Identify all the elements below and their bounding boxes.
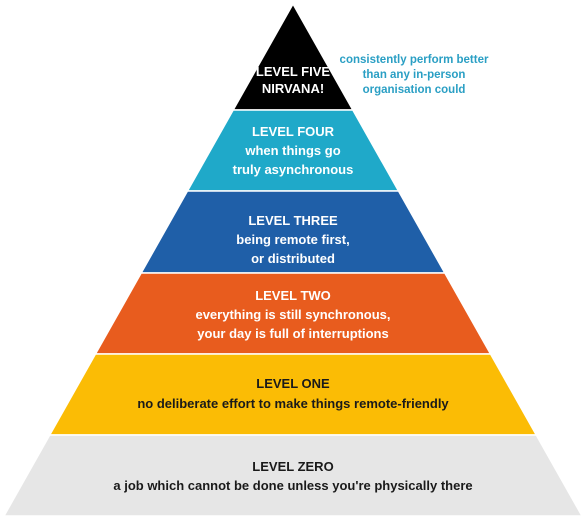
level-zero-title: LEVEL ZERO: [252, 459, 333, 474]
level-one-title: LEVEL ONE: [256, 376, 330, 391]
level-four-text-line-1: when things go: [244, 143, 340, 158]
side-note-line-3: organisation could: [363, 84, 466, 96]
level-four-title: LEVEL FOUR: [252, 124, 335, 139]
side-note: consistently perform better than any in-…: [340, 54, 489, 96]
level-two-text-line-2: your day is full of interruptions: [197, 326, 388, 341]
level-three-text-line-1: being remote first,: [236, 232, 349, 247]
pyramid-labels: LEVEL FIVE NIRVANA! LEVEL FOUR when things …: [113, 64, 472, 493]
side-note-line-1: consistently perform better: [340, 54, 489, 66]
level-zero-text-line-1: a job which cannot be done unless you're…: [113, 478, 472, 493]
level-one-text-line-1: no deliberate effort to make things remo…: [137, 396, 449, 411]
level-two-text-line-1: everything is still synchronous,: [195, 307, 390, 322]
level-two-title: LEVEL TWO: [255, 288, 331, 303]
level-five-text-line-1: NIRVANA!: [262, 81, 324, 96]
level-four-text-line-2: truly asynchronous: [233, 162, 354, 177]
level-three-title: LEVEL THREE: [248, 213, 338, 228]
pyramid-level-one: [48, 353, 538, 436]
level-three-text-line-2: or distributed: [251, 251, 335, 266]
pyramid-level-zero: [2, 434, 584, 517]
level-five-title: LEVEL FIVE: [256, 64, 330, 79]
side-note-line-2: than any in-person: [363, 69, 466, 81]
